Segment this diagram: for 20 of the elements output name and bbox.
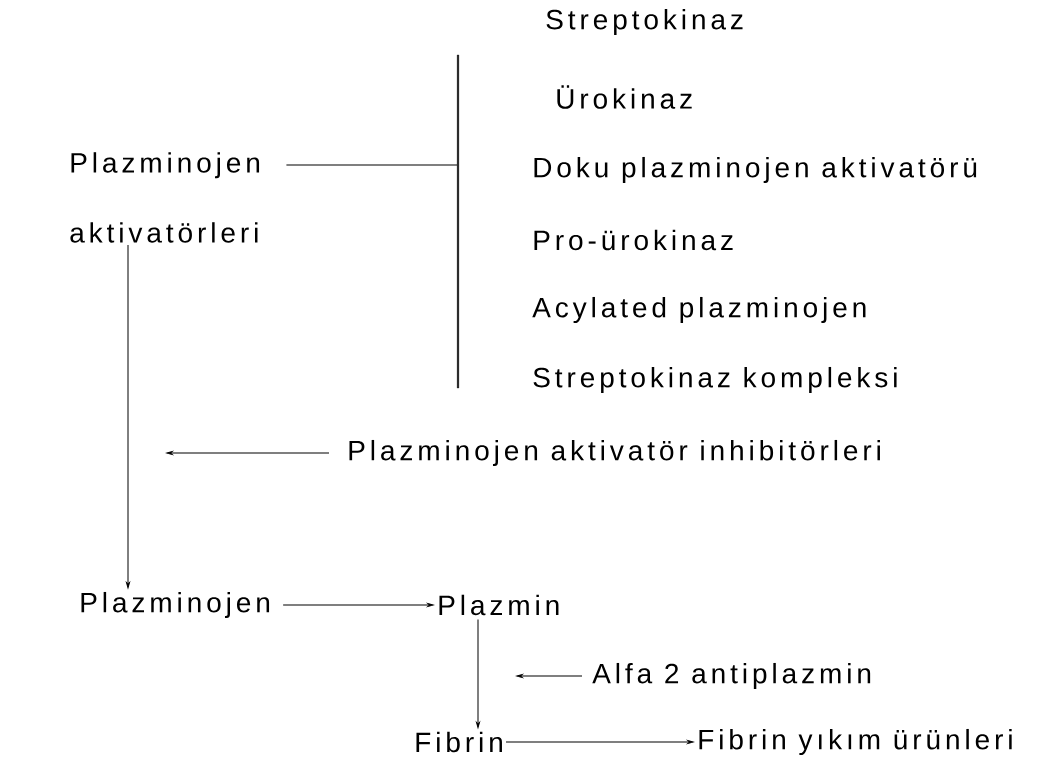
arrow (516, 674, 583, 678)
node-label: Streptokinaz (546, 8, 743, 36)
arrow (282, 603, 434, 607)
node-label: Ürokinaz (557, 85, 692, 109)
node-label: Fibrin (416, 731, 502, 753)
node-label: Pro-ürokinaz (534, 229, 733, 251)
node-label: Alfa 2 antiplazmin (592, 662, 871, 690)
node-label: Streptokinaz kompleksi (533, 366, 897, 394)
node-label: Fibrin yıkım ürünleri (699, 728, 1012, 756)
arrow (476, 619, 480, 729)
node-label: Doku plazminojen aktivatörü (534, 156, 977, 184)
connector-line (285, 164, 458, 166)
arrow (166, 451, 330, 455)
node-label: Acylated plazminojen (532, 296, 866, 324)
node-label: Plazminojen (81, 591, 270, 619)
node-label: Plazminojen aktivatör inhibitörleri (349, 439, 880, 467)
node-label: Plazmin (439, 594, 559, 616)
arrow (126, 244, 130, 589)
node-label: Plazminojen aktivatörleri (70, 152, 260, 243)
arrow (505, 740, 694, 744)
